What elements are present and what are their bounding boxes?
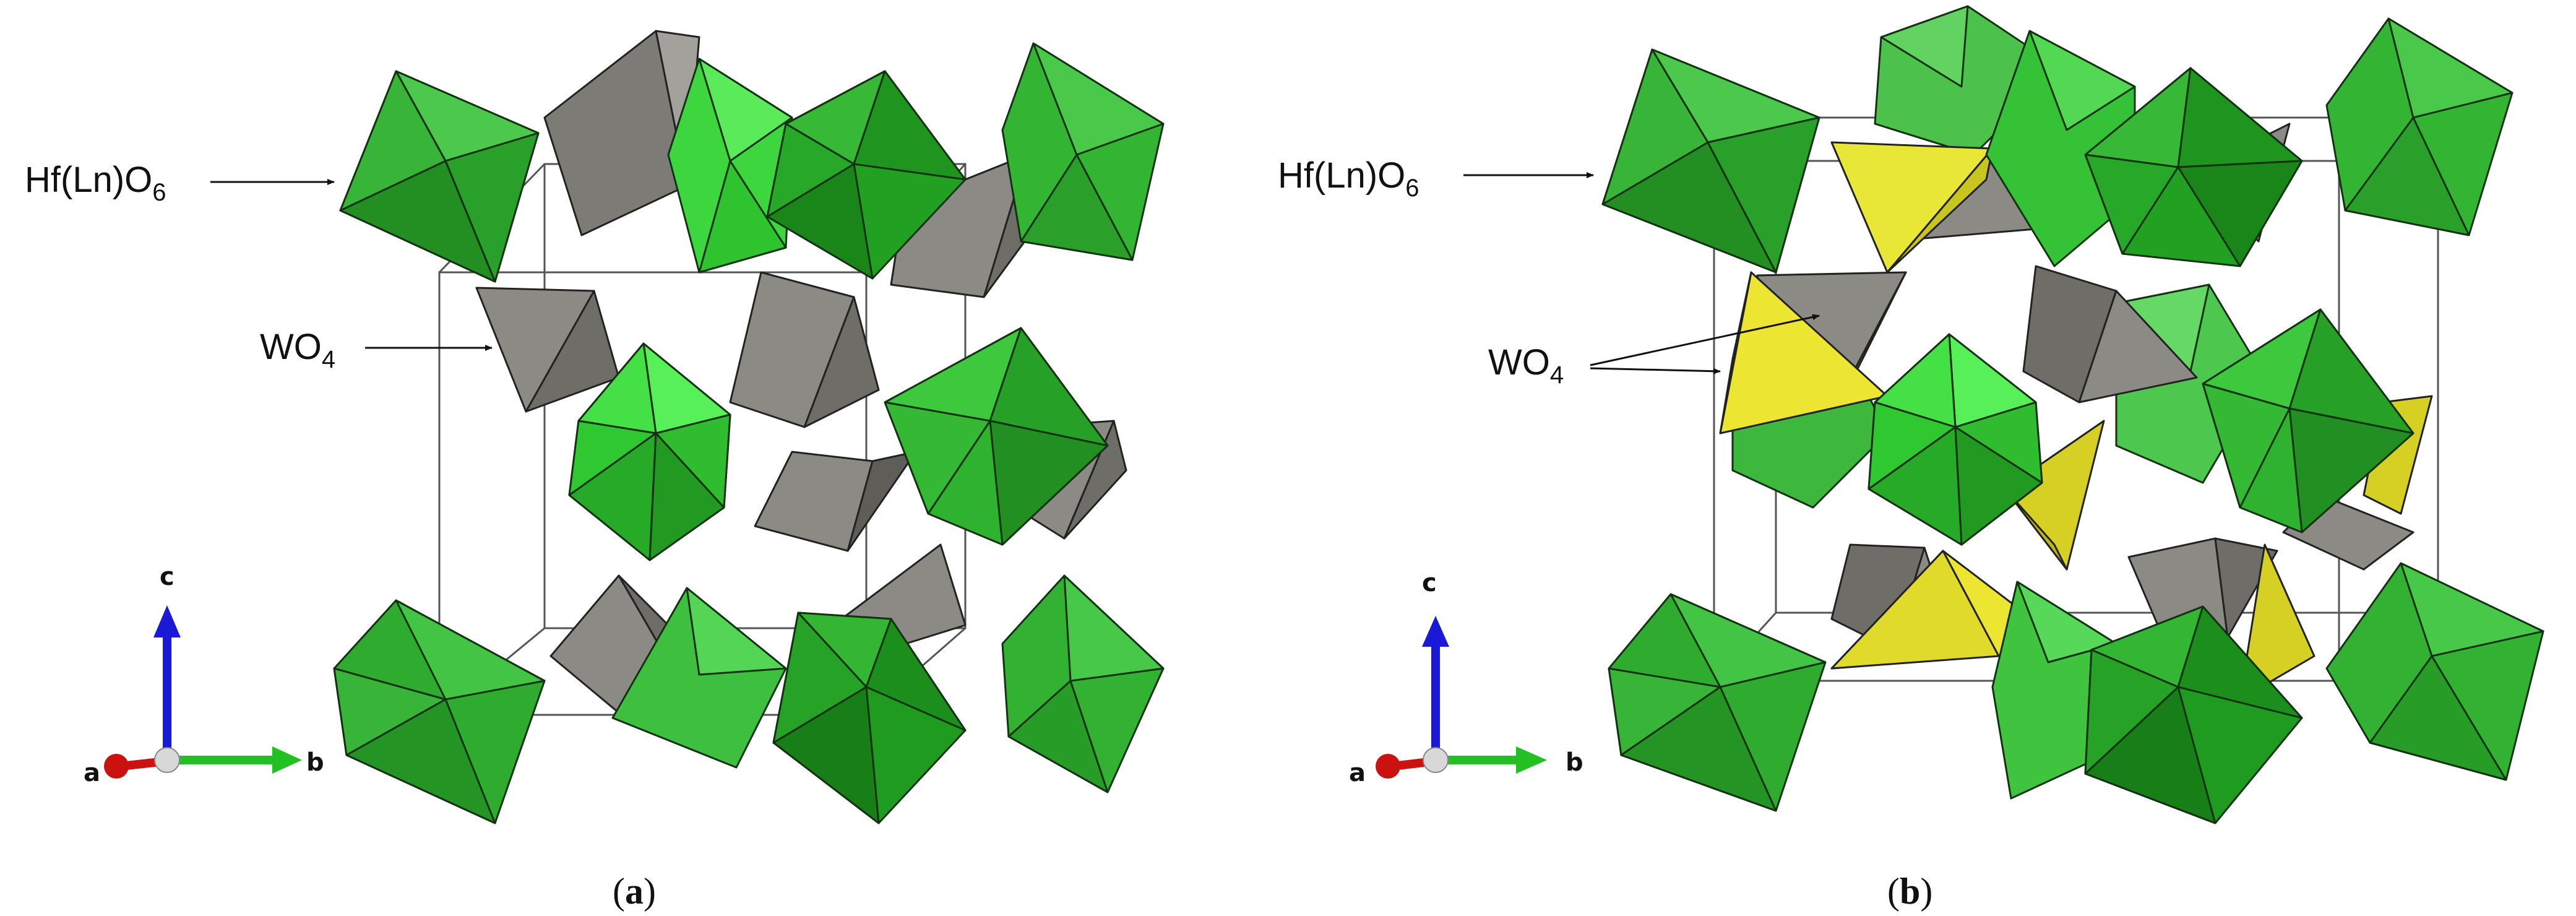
panel-a: Hf(Ln)O6 WO4 c a b (a) [25, 30, 1165, 912]
caption-b-close: ) [1920, 871, 1932, 912]
caption-a-letter: a [625, 871, 644, 912]
tetrahedron-label-b: WO4 [1488, 314, 1820, 389]
c-axis-arrowhead-b [1422, 616, 1449, 647]
a-axis-head-b [1376, 754, 1400, 779]
axis-triad-a: c a b [84, 563, 324, 787]
hf-octahedron-b-top-right-front [2084, 67, 2303, 267]
svg-text:WO4: WO4 [260, 327, 335, 373]
octahedron-label-b: Hf(Ln)O6 [1278, 155, 1594, 202]
b-axis-arrowhead-b [1516, 746, 1547, 774]
hf-octahedron-a-top-mid [667, 58, 793, 274]
hf-octahedron-a-bottom-right [1001, 574, 1165, 793]
hf-octahedron-a-center [568, 342, 731, 561]
a-axis-label-a: a [84, 759, 100, 787]
wo4-tetrahedron-a3 [729, 271, 880, 428]
hf-octahedron-b-center [1867, 333, 2043, 546]
hf-octahedron-b-bottom-left [1608, 593, 1827, 812]
hf-octahedron-b-back-top [1874, 5, 2062, 156]
a-axis-head-a [104, 754, 129, 779]
hf-octahedron-b-top-left [1601, 48, 1820, 274]
svg-text:Hf(Ln)O6: Hf(Ln)O6 [25, 160, 166, 206]
svg-text:Hf(Ln)O6: Hf(Ln)O6 [1278, 155, 1419, 202]
wo4-tetrahedron-b3 [2022, 265, 2198, 404]
hf-octahedron-b-bottom-right [2325, 562, 2544, 781]
b-axis-label-a: b [306, 748, 324, 777]
caption-a-open: ( [613, 871, 625, 912]
caption-a-close: ) [644, 871, 656, 912]
b-axis-label-b: b [1566, 748, 1583, 777]
b-axis-arrowhead-a [272, 746, 302, 774]
wo4-tetrahedron-b-yellow1 [1830, 141, 1994, 274]
hf-octahedron-b-bottom-mid [1991, 581, 2117, 800]
tetrahedron-arrow-b2 [1590, 367, 1721, 374]
svg-text:WO4: WO4 [1488, 342, 1564, 389]
c-axis-arrowhead-a [153, 605, 181, 637]
c-axis-label-a: c [160, 563, 174, 591]
axis-triad-b: c a b [1349, 569, 1583, 787]
octahedron-label-a: Hf(Ln)O6 [25, 160, 335, 206]
hf-octahedron-a-bottom-right-front [772, 611, 967, 824]
hf-octahedron-b-bottom-right-front [2084, 605, 2303, 824]
tetrahedron-label-b-sub: 4 [1550, 361, 1564, 389]
tetrahedron-label-a-sub: 4 [322, 346, 335, 373]
hf-octahedron-b-top-right [2325, 17, 2514, 236]
tetrahedron-label-a-main: WO [260, 327, 322, 367]
hf-octahedron-a-mid-right [884, 327, 1109, 546]
wo4-tetrahedron-b-yellow3 [2004, 420, 2105, 571]
octahedron-label-a-sub: 6 [152, 179, 166, 206]
axis-origin-b [1423, 747, 1449, 773]
wo4-tetrahedron-b-yellow2 [1719, 271, 1889, 434]
wo4-tetrahedron-a5 [754, 451, 917, 552]
hf-octahedron-a-top-right-front [766, 70, 967, 280]
caption-b-open: ( [1887, 871, 1900, 912]
panel-b: Hf(Ln)O6 WO4 c a b (b) [1278, 5, 2544, 912]
octahedron-label-a-main: Hf(Ln)O [25, 160, 152, 200]
tetrahedron-arrow-b1 [1590, 314, 1820, 366]
hf-octahedron-a-top-left [339, 70, 540, 283]
octahedron-label-b-sub: 6 [1405, 175, 1419, 202]
caption-b-letter: b [1900, 871, 1920, 912]
hf-octahedron-b-top-mid [1985, 30, 2136, 267]
hf-octahedron-b-mid-right [2202, 308, 2414, 534]
caption-b: (b) [1887, 871, 1932, 912]
axis-origin-a [154, 747, 180, 773]
caption-a: (a) [613, 871, 656, 912]
wo4-tetrahedron-a2 [475, 287, 620, 413]
c-axis-label-b: c [1422, 569, 1437, 597]
tetrahedron-label-b-main: WO [1488, 342, 1550, 382]
hf-octahedron-a-bottom-left [333, 599, 546, 824]
wo4-tetrahedron-b-yellow4 [2239, 543, 2315, 701]
hf-octahedron-a-bottom-mid [611, 587, 787, 769]
hf-octahedron-a-top-right [1001, 42, 1165, 261]
tetrahedron-label-a: WO4 [260, 327, 493, 373]
octahedron-label-b-main: Hf(Ln)O [1278, 155, 1405, 196]
a-axis-label-b: a [1349, 759, 1366, 787]
